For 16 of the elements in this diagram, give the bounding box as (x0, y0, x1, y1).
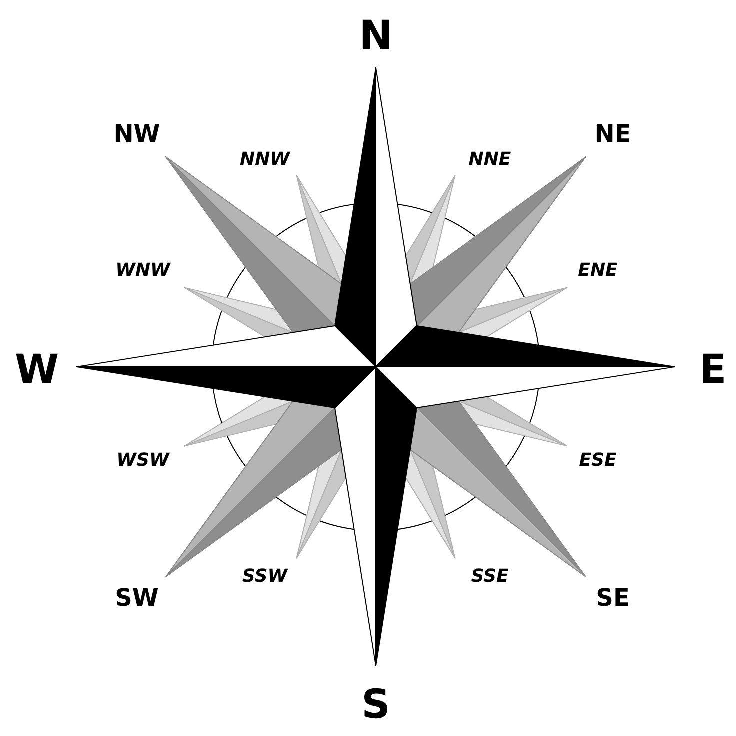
direction-label: W (14, 350, 60, 390)
direction-label: SE (596, 586, 630, 610)
direction-label: S (362, 685, 390, 725)
direction-label: WNW (116, 262, 170, 280)
direction-label: NE (594, 122, 632, 146)
direction-label: WSW (116, 452, 170, 470)
direction-label: N (359, 16, 393, 56)
direction-label: SSW (242, 568, 288, 586)
direction-label: NNW (240, 151, 290, 169)
direction-label: ESE (579, 452, 617, 470)
direction-label: NW (114, 122, 160, 146)
direction-label: NNE (468, 151, 512, 169)
direction-label: SW (115, 586, 159, 610)
direction-label: E (699, 350, 727, 390)
direction-label: SSE (471, 568, 509, 586)
direction-label: ENE (578, 262, 618, 280)
